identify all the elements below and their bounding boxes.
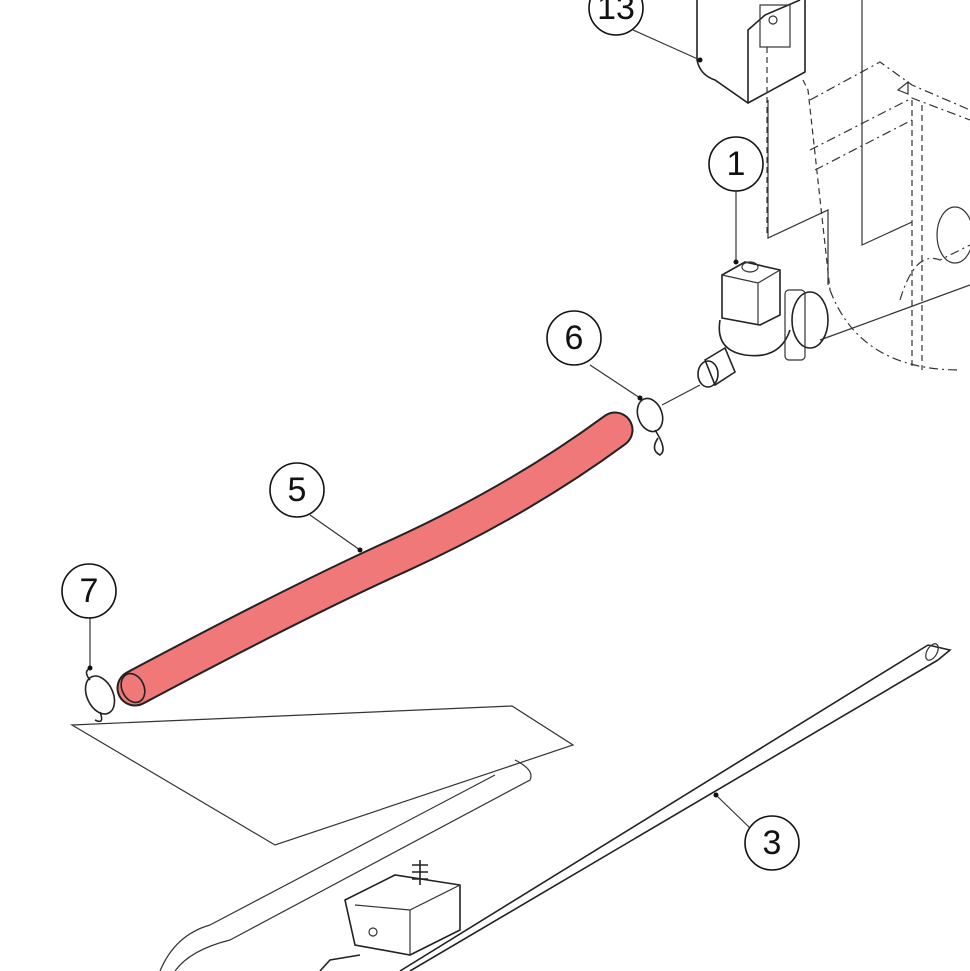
bracket-part-13 <box>696 0 831 291</box>
callout-5: 5 <box>269 462 325 518</box>
callout-label: 13 <box>597 0 635 27</box>
lower-assembly <box>69 705 575 971</box>
callout-3: 3 <box>744 815 800 871</box>
callout-label: 1 <box>727 145 746 183</box>
callout-label: 6 <box>565 319 584 357</box>
callout-label: 7 <box>80 572 99 610</box>
callout-label: 3 <box>763 824 782 862</box>
callout-1: 1 <box>708 136 764 192</box>
hose-part-5 <box>116 411 634 707</box>
solenoid-valve-part-1 <box>697 261 829 388</box>
leader-lines <box>87 29 753 831</box>
callout-6: 6 <box>546 310 602 366</box>
callout-label: 5 <box>288 471 307 509</box>
hose-clamp-part-7 <box>84 667 116 723</box>
callout-7: 7 <box>61 563 117 619</box>
callout-13: 13 <box>588 0 644 36</box>
rod-part-3 <box>399 643 952 971</box>
housing-outline <box>767 0 970 371</box>
hose-clamp-part-6 <box>636 384 701 456</box>
